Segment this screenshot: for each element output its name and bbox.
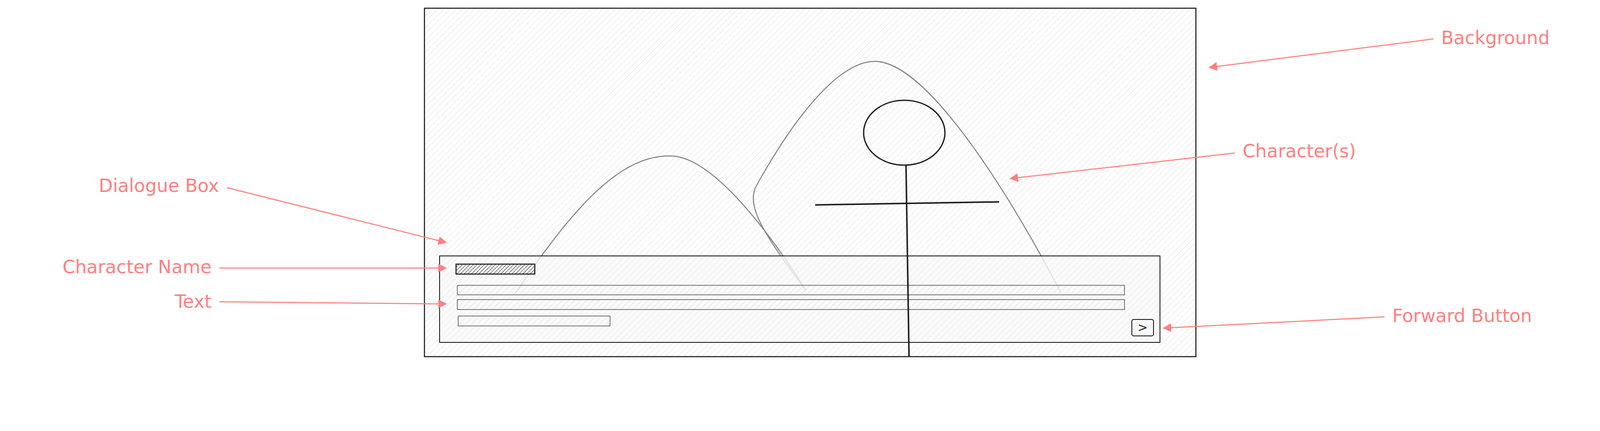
button-glyph: > [1137,321,1148,335]
dialogue-box [439,256,1160,343]
character-body [906,165,910,357]
character-head [863,100,945,166]
background-frame [424,8,1196,357]
background-frame [424,8,1196,357]
text-placeholder [457,299,1125,310]
dialogue-box [439,256,1160,343]
callout-label: Dialogue Box [98,176,219,196]
callout-label: Forward Button [1392,306,1533,327]
leader-arrow [1209,38,1434,68]
callout-label: Character(s) [1242,141,1356,162]
leader-arrow [226,187,447,243]
text-placeholder [458,316,611,327]
text-placeholder [457,285,1125,296]
callout-label: Text [174,292,212,312]
forward-button: > [1131,319,1154,337]
leader-arrow [219,302,447,305]
leader-arrow [1163,317,1385,329]
callout-label: Character Name [62,257,212,278]
leader-arrow [1010,153,1235,179]
callout-label: Background [1441,28,1550,49]
name-placeholder [456,264,535,275]
leader-arrow [219,267,447,270]
character-arms [815,202,1000,206]
